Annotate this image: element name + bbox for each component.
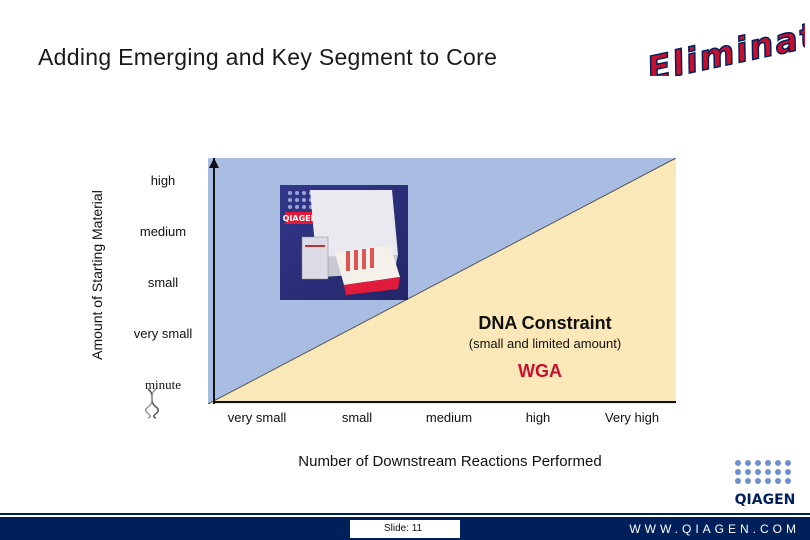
y-tick-medium: medium <box>118 224 208 239</box>
x-tick-very-high: Very high <box>587 410 677 425</box>
qiagen-logo-text: QIAGEN <box>735 492 796 508</box>
dna-constraint-label: DNA Constraint <box>420 313 670 334</box>
y-tick-very-small: very small <box>118 326 208 341</box>
x-tick-small: small <box>312 410 402 425</box>
x-tick-very-small: very small <box>212 410 302 425</box>
wga-label: WGA <box>470 361 610 382</box>
y-tick-small: small <box>118 275 208 290</box>
website-link[interactable]: WWW.QIAGEN.COM <box>600 520 800 538</box>
x-tick-high: high <box>493 410 583 425</box>
y-tick-minute: minute <box>118 377 208 393</box>
qiagen-logo: QIAGEN <box>729 458 801 514</box>
y-tick-high: high <box>118 173 208 188</box>
x-axis-label: Number of Downstream Reactions Performed <box>240 453 660 470</box>
eliminating-text: Eliminating <box>644 4 805 76</box>
slide-title: Adding Emerging and Key Segment to Core <box>38 44 497 71</box>
y-axis-label: Amount of Starting Material <box>89 160 105 390</box>
x-tick-medium: medium <box>404 410 494 425</box>
slide-number: Slide: 11 <box>350 520 460 538</box>
qiagen-kit-image: QIAGEN <box>280 185 408 300</box>
dna-constraint-sublabel: (small and limited amount) <box>420 336 670 351</box>
eliminating-wordmark: Eliminating <box>640 4 805 76</box>
footer-divider <box>0 513 810 515</box>
dna-helix-icon <box>144 387 160 419</box>
product-brand-label: QIAGEN <box>283 214 318 223</box>
